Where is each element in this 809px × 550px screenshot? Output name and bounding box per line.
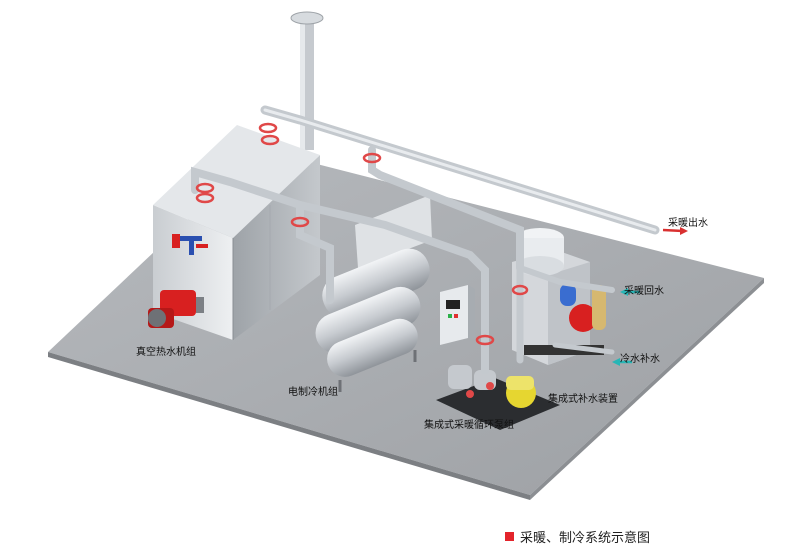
makeup-water-device — [512, 228, 606, 365]
flow-arrows — [612, 227, 688, 366]
cold-makeup-label: 冷水补水 — [620, 354, 660, 365]
heating-return-label: 采暖回水 — [624, 286, 664, 297]
floor-edge — [48, 352, 530, 500]
heating-return-pipe — [368, 146, 524, 272]
heating-outlet-label: 采暖出水 — [668, 218, 708, 229]
flange-rings — [195, 122, 529, 346]
electric-chiller-unit — [315, 195, 432, 392]
makeup-link-pipe — [517, 265, 615, 293]
makeup-device-label: 集成式补水装置 — [548, 394, 618, 405]
vacuum-boiler-label: 真空热水机组 — [136, 347, 196, 358]
electric-chiller-label: 电制冷机组 — [288, 387, 338, 398]
boiler-logo — [172, 234, 208, 255]
burner — [148, 290, 204, 328]
figure-caption: 采暖、制冷系统示意图 — [505, 527, 650, 546]
pipe-network — [191, 105, 660, 374]
circulation-pump-set — [436, 365, 560, 430]
cold-water-pipe — [552, 342, 615, 355]
circulation-pump-label: 集成式采暖循环泵组 — [424, 420, 514, 431]
caption-marker — [505, 532, 514, 541]
control-cabinet — [440, 285, 475, 345]
chiller-link-pipe — [296, 201, 489, 334]
floor-edge-right — [530, 278, 764, 500]
caption-text: 采暖、制冷系统示意图 — [520, 531, 651, 546]
